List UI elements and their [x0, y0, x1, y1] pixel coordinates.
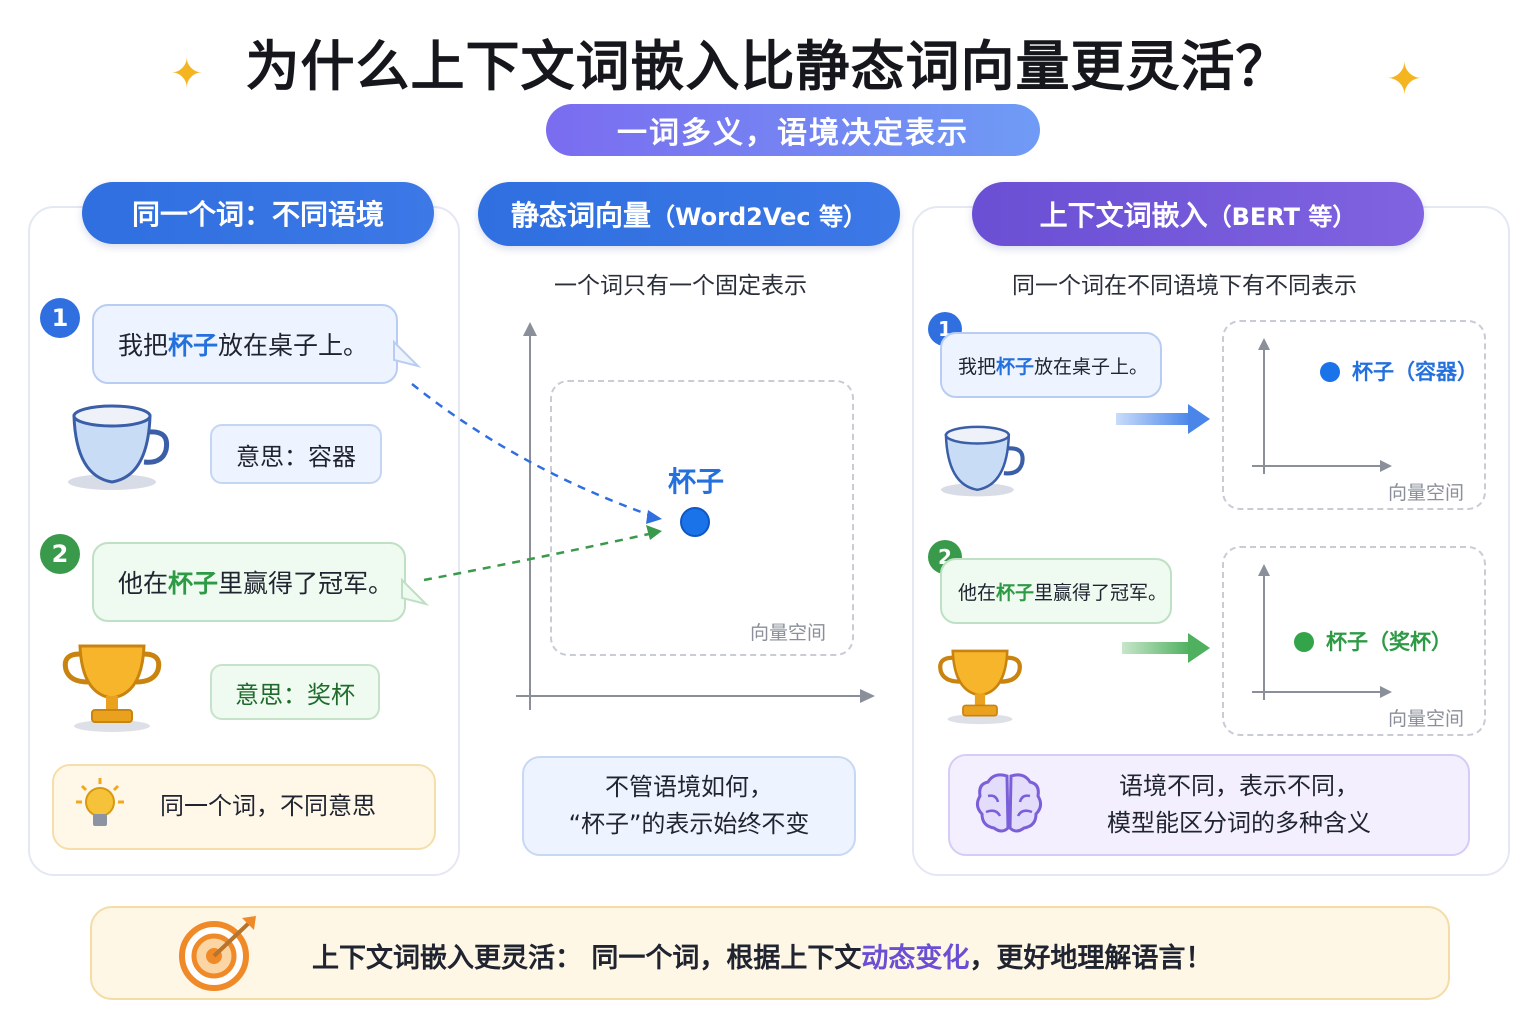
sentence-post: 里赢得了冠军。	[1034, 581, 1168, 604]
target-icon	[179, 916, 256, 991]
right-caption: 同一个词在不同语境下有不同表示	[1012, 273, 1357, 299]
sparkle-icon: ✦	[1386, 54, 1423, 105]
note-line: 不管语境如何，	[605, 772, 773, 801]
vector-space-box	[1222, 546, 1486, 736]
brain-icon	[975, 773, 1043, 833]
trophy-icon	[938, 649, 1022, 725]
bottom-summary	[90, 906, 1450, 1000]
sentence-post: 放在桌子上。	[218, 331, 369, 360]
right-header: 上下文词嵌入（BERT 等）	[972, 182, 1424, 246]
space-label: 向量空间	[1388, 482, 1465, 504]
sentence-post: 放在桌子上。	[1034, 355, 1149, 378]
context-point-trophy	[1294, 632, 1314, 652]
target-word: 杯子	[996, 581, 1035, 604]
header-main: 静态词向量	[511, 199, 652, 232]
summary-note: 同一个词，不同意思	[52, 764, 436, 850]
sentence-pre: 我把	[118, 331, 169, 360]
example-number: 2	[40, 534, 80, 574]
sentence-bubble: 他在杯子里赢得了冠军。	[940, 558, 1172, 624]
bubble-tail	[401, 578, 430, 606]
vector-space-box	[550, 380, 854, 656]
middle-caption: 一个词只有一个固定表示	[554, 273, 807, 299]
point-label: 杯子（容器）	[1352, 360, 1478, 384]
middle-note: 不管语境如何， “杯子”的表示始终不变	[522, 756, 856, 856]
note-line: 模型能区分词的多种含义	[1107, 809, 1371, 837]
cup-icon	[940, 425, 1025, 497]
bottom-pre: 上下文词嵌入更灵活： 同一个词，根据上下文	[312, 943, 862, 974]
mini-axes	[1252, 338, 1392, 474]
mini-axes	[1252, 564, 1392, 700]
sentence-pre: 我把	[958, 355, 997, 378]
trophy-icon	[62, 644, 162, 732]
bubble-tail	[393, 340, 422, 368]
sentence-bubble: 我把杯子放在桌子上。	[940, 332, 1162, 398]
space-label: 向量空间	[1388, 708, 1465, 730]
word-point	[680, 507, 710, 537]
sentence-post: 里赢得了冠军。	[218, 569, 394, 598]
bottom-post: ，更好地理解语言！	[969, 943, 1213, 974]
note-line: 语境不同，表示不同，	[1119, 771, 1359, 800]
meaning-tag: 意思：奖杯	[210, 664, 380, 720]
lightbulb-icon	[76, 778, 124, 826]
left-header: 同一个词：不同语境	[82, 182, 434, 244]
context-point-cup	[1320, 362, 1340, 382]
subtitle-pill: 一词多义，语境决定表示	[546, 104, 1040, 156]
sentence-pre: 他在	[958, 581, 997, 604]
point-label: 杯子（奖杯）	[1326, 630, 1452, 654]
arrow-right-icon	[1122, 633, 1210, 663]
header-main: 上下文词嵌入	[1039, 199, 1208, 232]
note-text: 同一个词，不同意思	[160, 792, 376, 821]
sparkle-icon: ✦	[170, 51, 204, 97]
vector-space-box	[1222, 320, 1486, 510]
bottom-highlight: 动态变化	[861, 943, 970, 974]
note-line: “杯子”的表示始终不变	[568, 810, 810, 838]
page-title: 为什么上下文词嵌入比静态词向量更灵活？	[245, 35, 1291, 98]
bottom-text: 上下文词嵌入更灵活： 同一个词，根据上下文动态变化，更好地理解语言！	[312, 936, 1212, 975]
header-sub: （Word2Vec 等）	[651, 202, 867, 231]
sentence-bubble: 他在杯子里赢得了冠军。	[92, 542, 406, 622]
static-axes	[516, 322, 875, 710]
arrow-right-icon	[1116, 404, 1210, 434]
sentence-pre: 他在	[118, 569, 169, 598]
meaning-tag: 意思：容器	[210, 424, 382, 484]
middle-header: 静态词向量（Word2Vec 等）	[478, 182, 900, 246]
target-word: 杯子	[168, 569, 219, 598]
target-word: 杯子	[168, 331, 219, 360]
target-word: 杯子	[996, 355, 1035, 378]
point-label: 杯子	[668, 465, 725, 498]
space-label: 向量空间	[750, 622, 827, 644]
example-number: 1	[40, 298, 80, 338]
header-sub: （BERT 等）	[1207, 202, 1357, 231]
cup-icon	[68, 404, 170, 490]
